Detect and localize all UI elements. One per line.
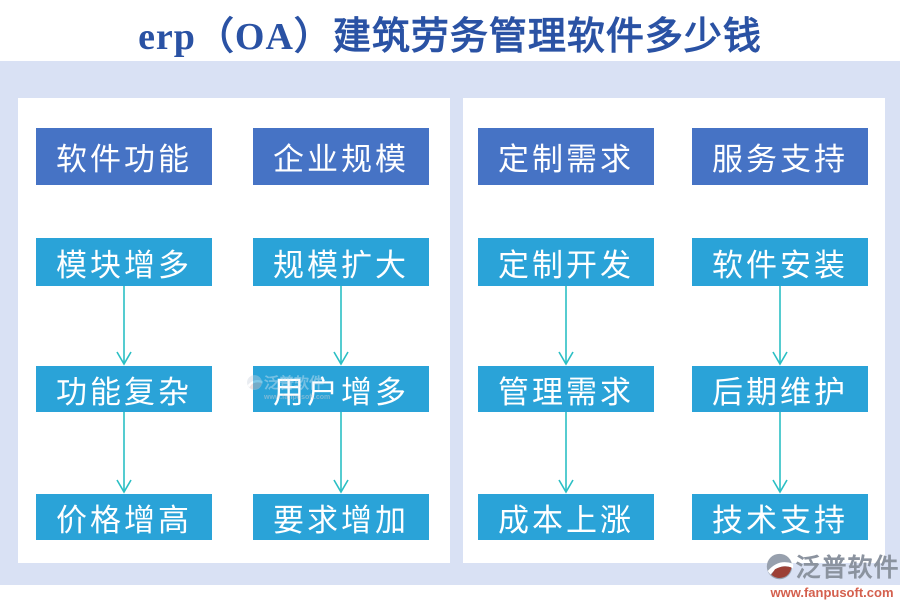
flow-step-box: 后期维护: [692, 366, 868, 412]
brand-footer: 泛普软件 www.fanpusoft.com: [765, 548, 900, 600]
category-header-box: 企业规模: [253, 128, 429, 185]
arrow-down-icon: [557, 412, 575, 494]
arrow-down-icon: [332, 286, 350, 366]
panel-left: 软件功能 模块增多 功能复杂 价格增高 企业规模 规模扩大 用户增多 要求增加: [18, 98, 450, 563]
category-header-box: 定制需求: [478, 128, 654, 185]
flow-step-box: 成本上涨: [478, 494, 654, 540]
flow-step-box: 模块增多: [36, 238, 212, 286]
arrow-down-icon: [771, 412, 789, 494]
watermark-website-url: www.fanpusoft.com: [264, 394, 331, 401]
arrow-down-icon: [332, 412, 350, 494]
flow-step-box: 用户增多: [253, 366, 429, 412]
arrow-down-icon: [115, 412, 133, 494]
brand-website-url: www.fanpusoft.com: [770, 585, 894, 600]
panel-right: 定制需求 定制开发 管理需求 成本上涨 服务支持 软件安装 后期维护 技术支持: [463, 98, 885, 563]
flow-step-box: 要求增加: [253, 494, 429, 540]
arrow-down-icon: [771, 286, 789, 366]
flow-step-box: 价格增高: [36, 494, 212, 540]
flow-step-box: 技术支持: [692, 494, 868, 540]
flow-step-box: 功能复杂: [36, 366, 212, 412]
flow-step-box: 规模扩大: [253, 238, 429, 286]
fanpu-logo-icon: [765, 552, 794, 581]
category-header-box: 软件功能: [36, 128, 212, 185]
flow-step-box: 定制开发: [478, 238, 654, 286]
watermark-logo: 泛普软件 www.fanpusoft.com: [246, 372, 342, 401]
watermark-logo-text: 泛普软件: [264, 376, 325, 392]
arrow-down-icon: [115, 286, 133, 366]
page-title: erp（OA）建筑劳务管理软件多少钱: [138, 15, 762, 58]
fanpu-logo-icon: [246, 374, 263, 391]
flow-column-software-features: 软件功能 模块增多 功能复杂 价格增高: [36, 98, 212, 563]
flow-column-service-support: 服务支持 软件安装 后期维护 技术支持: [692, 98, 868, 563]
category-header-box: 服务支持: [692, 128, 868, 185]
flow-column-custom-needs: 定制需求 定制开发 管理需求 成本上涨: [478, 98, 654, 563]
flow-column-company-scale: 企业规模 规模扩大 用户增多 要求增加: [253, 98, 429, 563]
brand-logo-text: 泛普软件: [795, 555, 900, 582]
flow-step-box: 软件安装: [692, 238, 868, 286]
flow-step-box: 管理需求: [478, 366, 654, 412]
arrow-down-icon: [557, 286, 575, 366]
